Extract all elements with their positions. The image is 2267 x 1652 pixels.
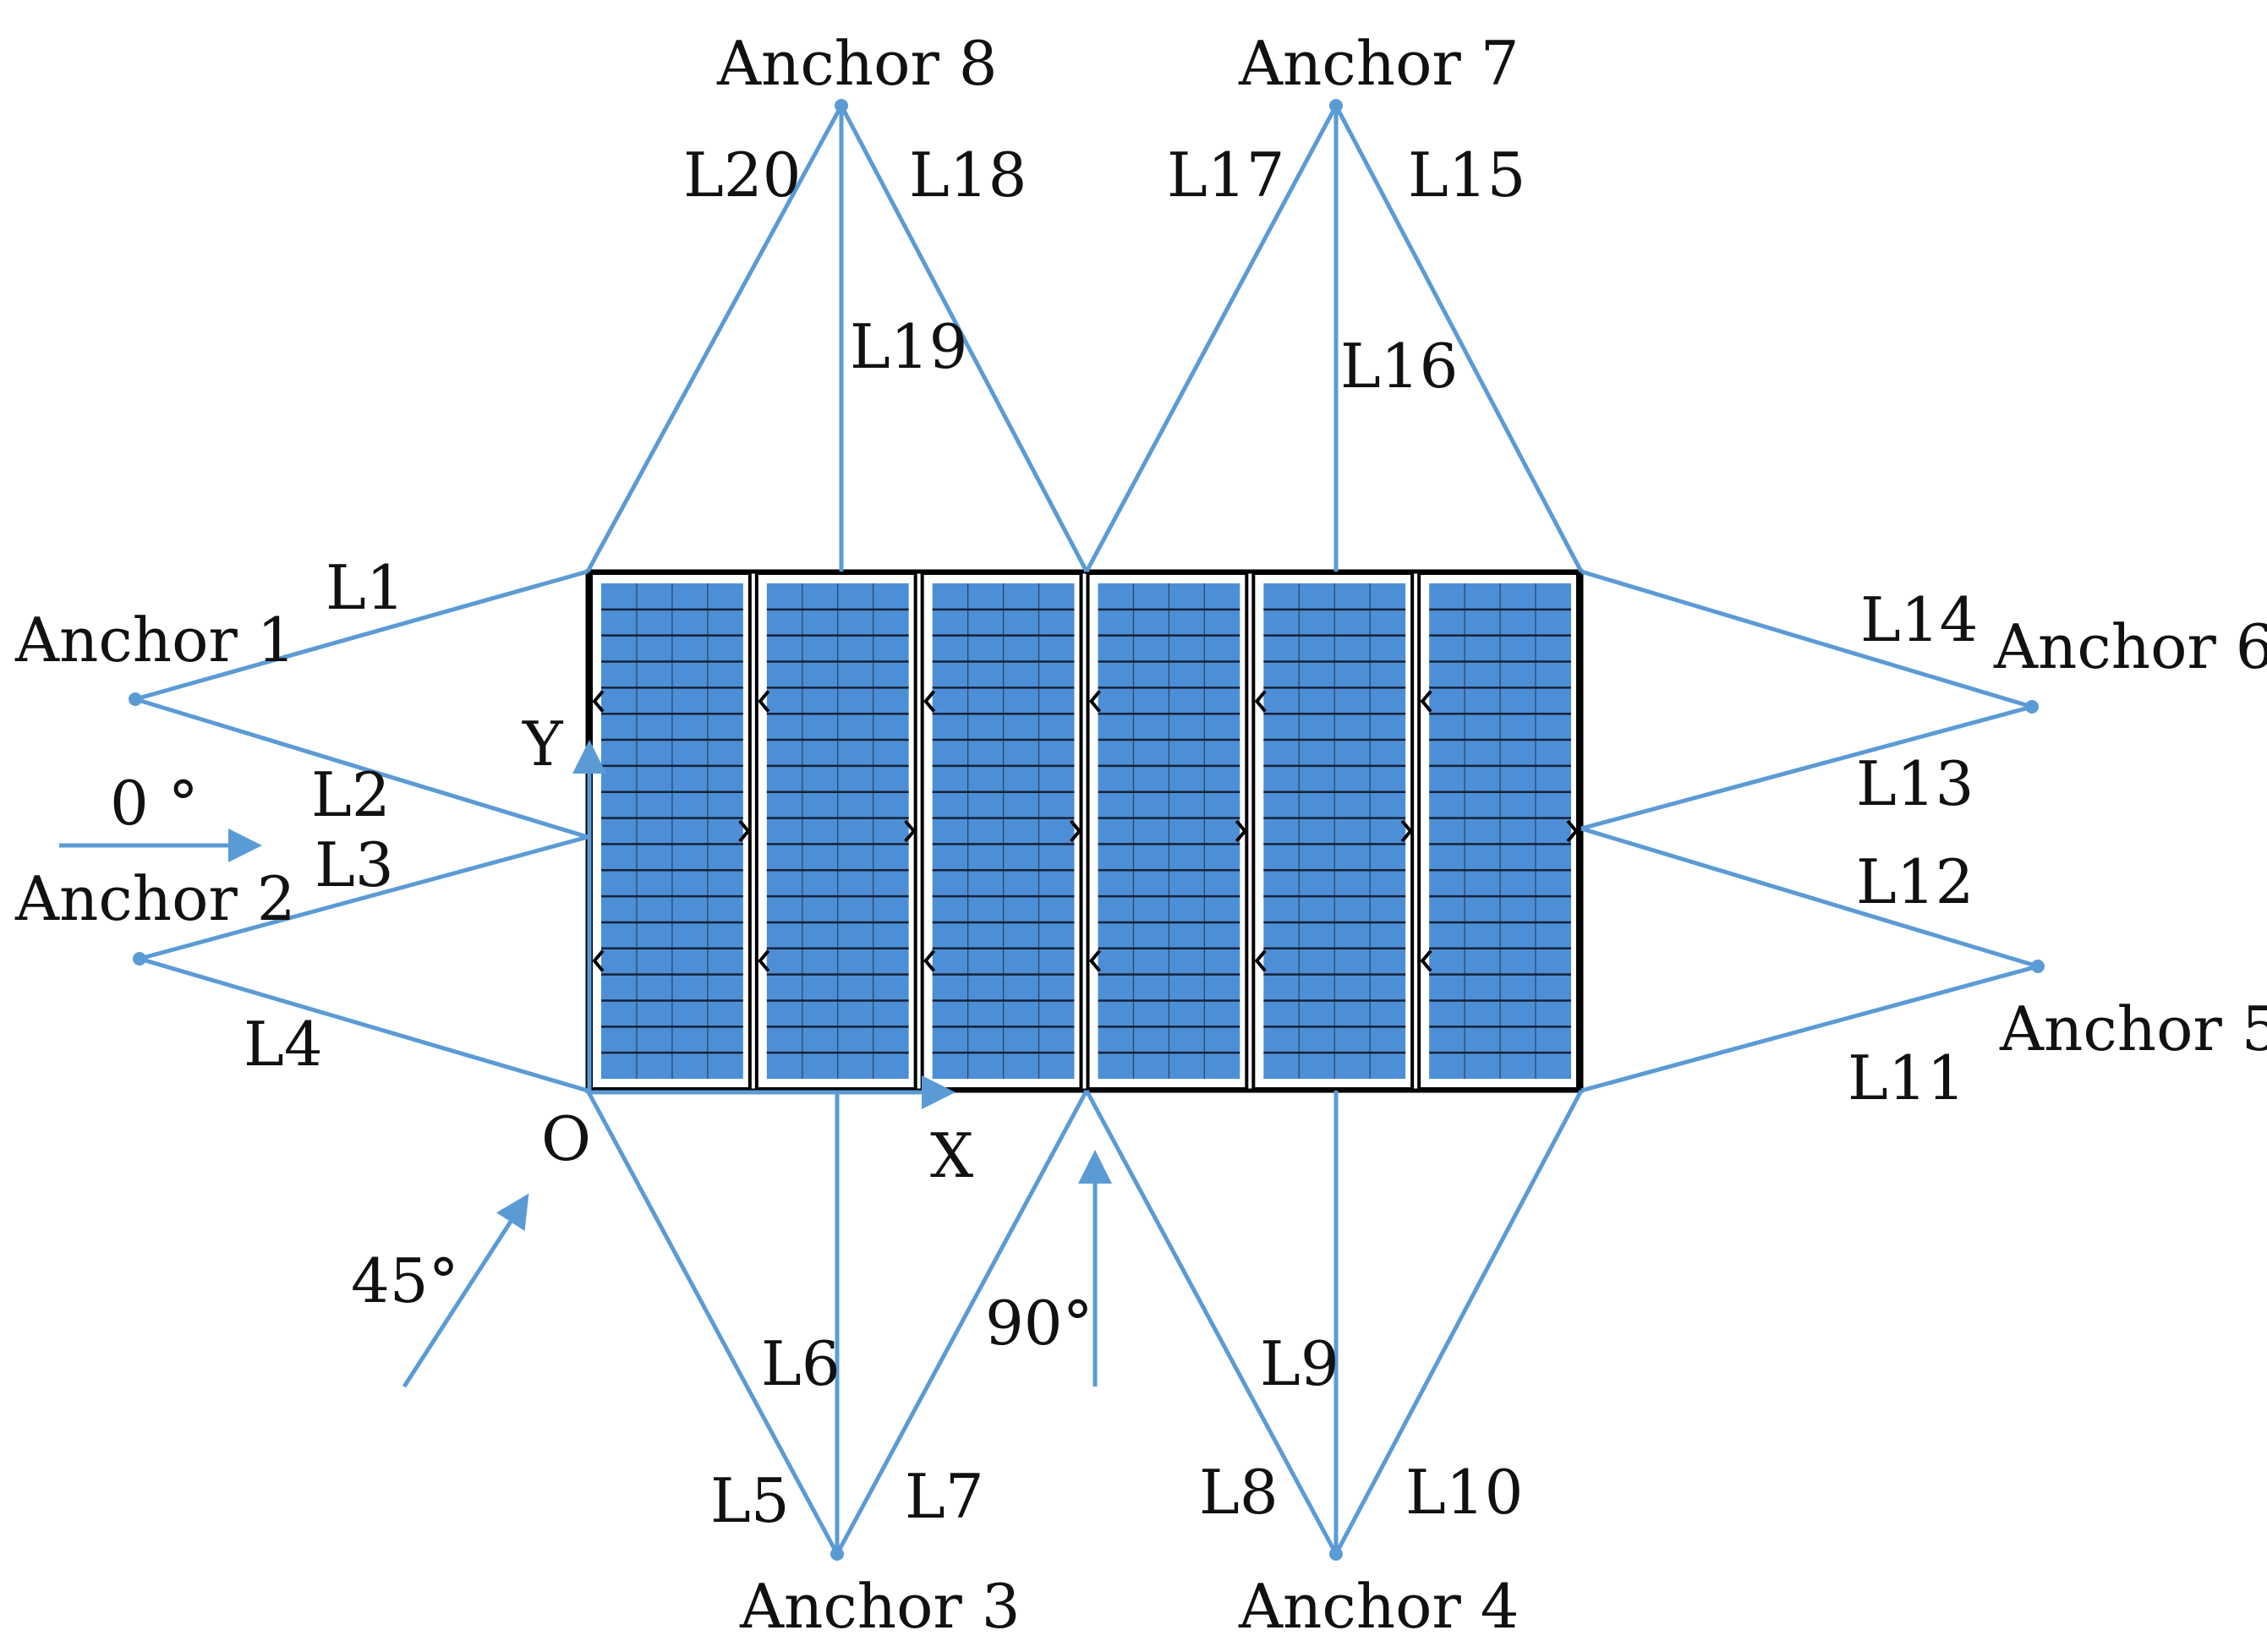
wave-direction-labels: 0 ° 45° 90° bbox=[110, 768, 1093, 1359]
wave-arrow-45-deg bbox=[402, 1193, 529, 1388]
anchor-point-1 bbox=[129, 692, 142, 706]
axis-labels: O X Y bbox=[522, 708, 973, 1191]
frame-connector bbox=[1566, 819, 1579, 843]
mooring-lines bbox=[134, 104, 2039, 1556]
anchor-label-3: Anchor 3 bbox=[739, 1571, 1021, 1642]
solar-panel-3 bbox=[920, 572, 1083, 1091]
solar-panel-5 bbox=[1251, 572, 1415, 1091]
anchor-point-4 bbox=[1329, 1547, 1343, 1561]
frame-connector bbox=[738, 819, 751, 843]
mooring-line-l20 bbox=[585, 104, 844, 573]
anchor-labels: Anchor 1 Anchor 2 Anchor 3 Anchor 4 Anch… bbox=[14, 28, 2267, 1642]
anchor-label-4: Anchor 4 bbox=[1238, 1571, 1520, 1642]
line-label-l5: L5 bbox=[710, 1465, 790, 1536]
anchor-point-2 bbox=[133, 952, 146, 965]
line-label-l17: L17 bbox=[1167, 139, 1284, 211]
frame-connector bbox=[1420, 690, 1432, 713]
line-label-l9: L9 bbox=[1260, 1328, 1339, 1399]
line-label-l3: L3 bbox=[315, 829, 394, 900]
anchor-label-8: Anchor 8 bbox=[716, 28, 998, 99]
line-label-l1: L1 bbox=[326, 552, 405, 623]
frame-connector bbox=[1254, 690, 1267, 713]
frame-connector bbox=[1400, 819, 1413, 843]
mooring-line-l13 bbox=[1580, 704, 2033, 831]
line-label-l12: L12 bbox=[1856, 846, 1974, 917]
mooring-line-l8 bbox=[1084, 1089, 1339, 1556]
frame-connector bbox=[904, 819, 917, 843]
frame-connector bbox=[758, 690, 770, 713]
anchor-points bbox=[129, 99, 2045, 1561]
wave-direction-arrows bbox=[59, 829, 1112, 1388]
solar-panel-2 bbox=[754, 572, 917, 1091]
wave-label-90-deg: 90° bbox=[985, 1288, 1093, 1359]
wave-label-0-deg: 0 ° bbox=[110, 768, 199, 839]
anchor-label-7: Anchor 7 bbox=[1238, 28, 1520, 99]
mooring-line-l10 bbox=[1333, 1089, 1584, 1556]
line-label-l13: L13 bbox=[1856, 748, 1974, 819]
anchor-point-5 bbox=[2031, 960, 2045, 973]
line-label-l18: L18 bbox=[909, 139, 1027, 211]
anchor-label-5: Anchor 5 bbox=[1999, 993, 2267, 1064]
frame-connector bbox=[1088, 949, 1102, 972]
mooring-line-l11 bbox=[1580, 964, 2039, 1093]
frame-connector bbox=[1088, 690, 1102, 713]
frame-connector bbox=[592, 949, 605, 972]
mooring-line-l17 bbox=[1084, 104, 1339, 573]
solar-panel-4 bbox=[1086, 572, 1249, 1091]
mooring-line-l12 bbox=[1580, 826, 2039, 969]
line-label-l11: L11 bbox=[1848, 1042, 1965, 1113]
anchor-point-7 bbox=[1329, 99, 1343, 112]
line-label-l15: L15 bbox=[1408, 139, 1525, 211]
line-label-l4: L4 bbox=[244, 1009, 323, 1080]
frame-connector bbox=[758, 949, 770, 972]
mooring-line-l2 bbox=[134, 697, 589, 840]
anchor-point-8 bbox=[835, 99, 848, 112]
mooring-line-l4 bbox=[139, 956, 589, 1093]
frame-connector bbox=[592, 690, 605, 713]
line-label-l2: L2 bbox=[311, 759, 391, 830]
anchor-point-6 bbox=[2025, 700, 2039, 714]
line-label-l6: L6 bbox=[761, 1328, 841, 1399]
anchor-label-2: Anchor 2 bbox=[14, 863, 296, 934]
x-axis-label: X bbox=[930, 1120, 973, 1191]
mooring-line-labels: L1 L2 L3 L4 L5 L6 L7 L8 L9 L10 L11 L12 L… bbox=[244, 139, 1978, 1536]
coordinate-axes bbox=[572, 740, 956, 1109]
frame-connector bbox=[923, 949, 936, 972]
line-label-l10: L10 bbox=[1405, 1457, 1523, 1528]
mooring-line-l15 bbox=[1333, 104, 1584, 573]
line-label-l8: L8 bbox=[1199, 1457, 1279, 1528]
origin-label: O bbox=[541, 1103, 591, 1174]
mooring-line-l7 bbox=[835, 1089, 1089, 1556]
line-label-l7: L7 bbox=[905, 1461, 984, 1532]
mooring-line-l1 bbox=[134, 569, 589, 702]
mooring-line-l5 bbox=[585, 1089, 840, 1556]
frame-connector bbox=[1069, 819, 1082, 843]
line-label-l20: L20 bbox=[683, 139, 801, 211]
solar-panel-6 bbox=[1417, 572, 1580, 1091]
line-label-l16: L16 bbox=[1340, 331, 1458, 402]
y-axis-label: Y bbox=[522, 708, 564, 780]
frame-connector bbox=[1254, 949, 1267, 972]
mooring-line-l14 bbox=[1580, 569, 2033, 709]
mooring-line-l18 bbox=[839, 104, 1089, 573]
anchor-label-1: Anchor 1 bbox=[14, 604, 296, 676]
line-label-l19: L19 bbox=[850, 311, 967, 382]
anchor-point-3 bbox=[830, 1547, 844, 1561]
frame-connector bbox=[1420, 949, 1432, 972]
solar-panel-array bbox=[585, 569, 1584, 1093]
solar-panel-1 bbox=[589, 572, 752, 1091]
anchor-label-6: Anchor 6 bbox=[1993, 611, 2267, 682]
wave-label-45-deg: 45° bbox=[351, 1245, 459, 1316]
mooring-line-l3 bbox=[139, 834, 589, 961]
frame-connector bbox=[1235, 819, 1247, 843]
frame-connector bbox=[923, 690, 936, 713]
line-label-l14: L14 bbox=[1860, 584, 1978, 655]
